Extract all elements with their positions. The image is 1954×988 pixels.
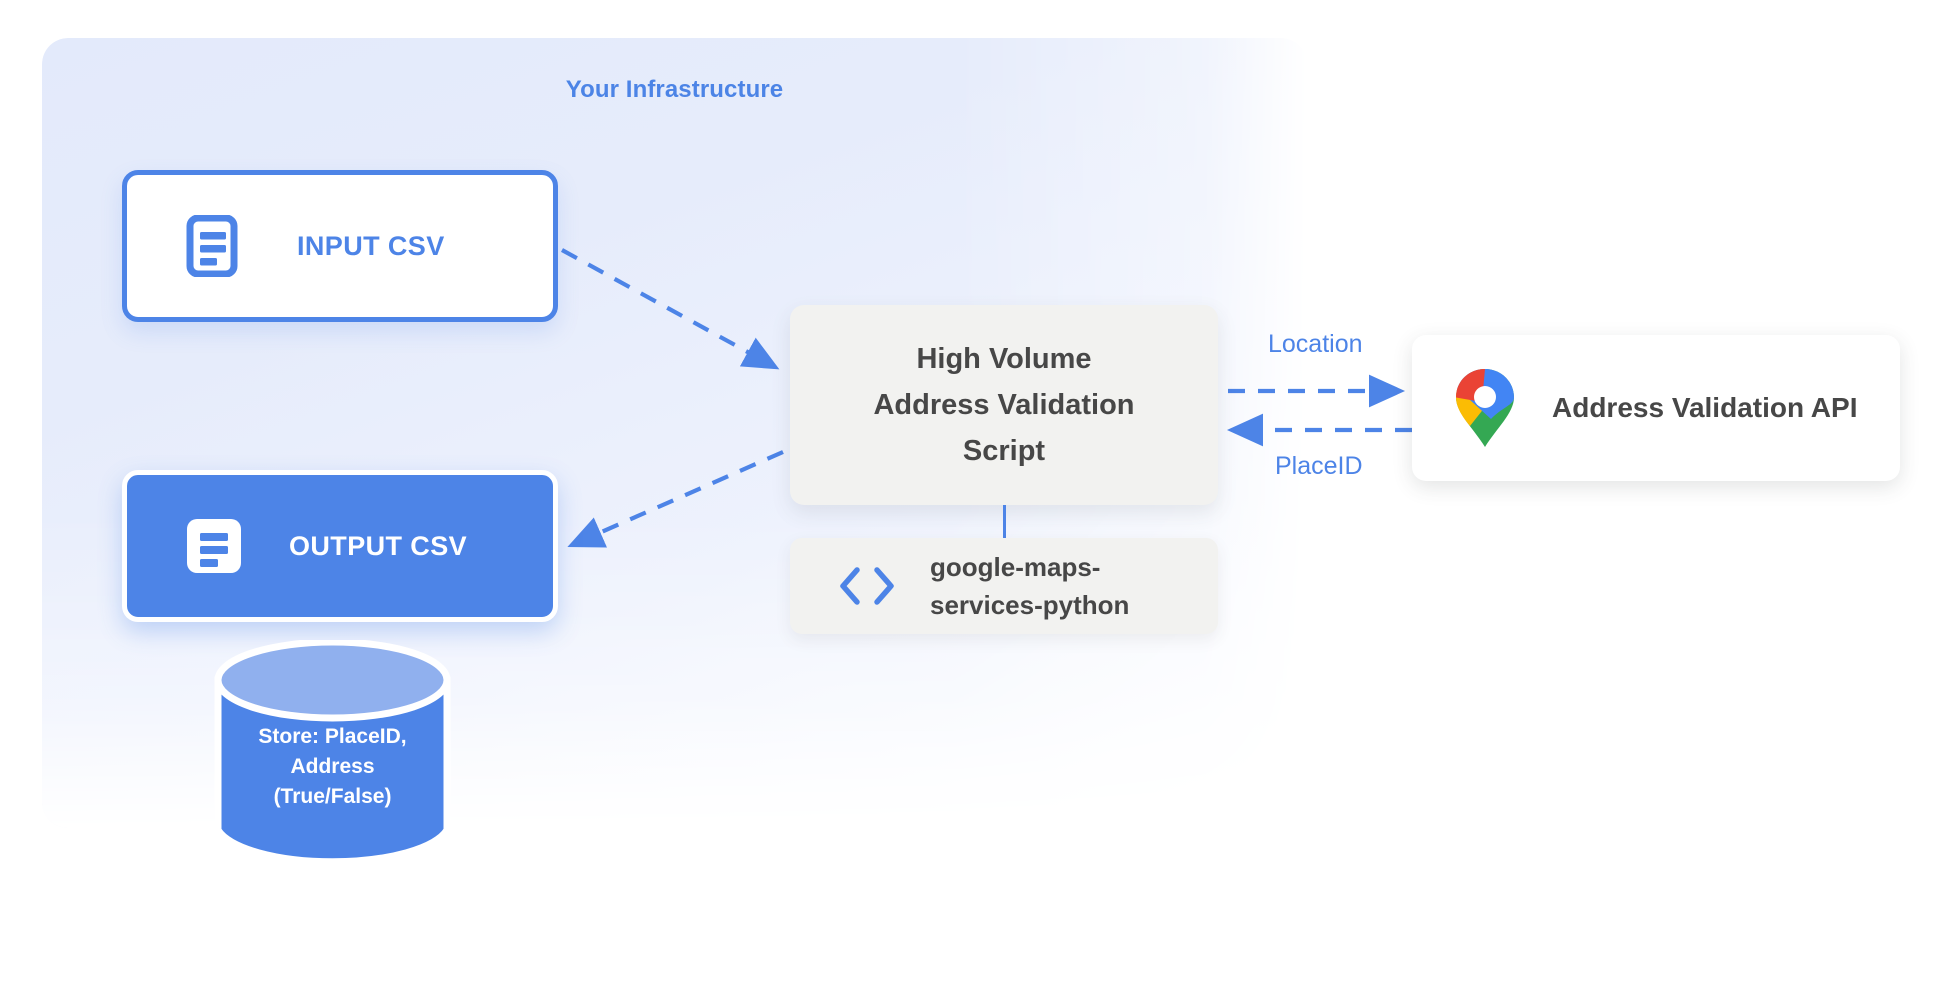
node-library-label: google-maps- services-python — [930, 548, 1129, 624]
script-line-1: High Volume — [916, 343, 1092, 375]
edge-label-placeid: PlaceID — [1275, 452, 1363, 480]
node-address-validation-api[interactable]: Address Validation API — [1412, 335, 1900, 481]
google-maps-pin-icon — [1454, 367, 1516, 449]
node-api-label: Address Validation API — [1552, 392, 1858, 423]
node-library[interactable]: google-maps- services-python — [790, 538, 1218, 634]
script-line-3: Script — [962, 435, 1046, 467]
node-output-csv-label: OUTPUT CSV — [289, 530, 468, 561]
node-input-csv-label: INPUT CSV — [297, 230, 445, 261]
code-icon — [836, 563, 898, 609]
document-icon — [183, 215, 245, 277]
node-validation-script[interactable]: High Volume Address Validation Script — [790, 305, 1218, 505]
node-input-csv[interactable]: INPUT CSV — [122, 170, 558, 322]
document-icon — [183, 515, 245, 577]
library-line-2: services-python — [930, 590, 1130, 620]
infrastructure-title: Your Infrastructure — [565, 76, 784, 103]
edge-label-location: Location — [1268, 330, 1363, 358]
library-line-1: google-maps- — [930, 552, 1101, 582]
script-line-2: Address Validation — [873, 389, 1135, 421]
node-database[interactable]: Store: PlaceID, Address (True/False) — [210, 640, 455, 870]
connector-script-to-library — [1003, 505, 1006, 538]
node-output-csv[interactable]: OUTPUT CSV — [122, 470, 558, 622]
